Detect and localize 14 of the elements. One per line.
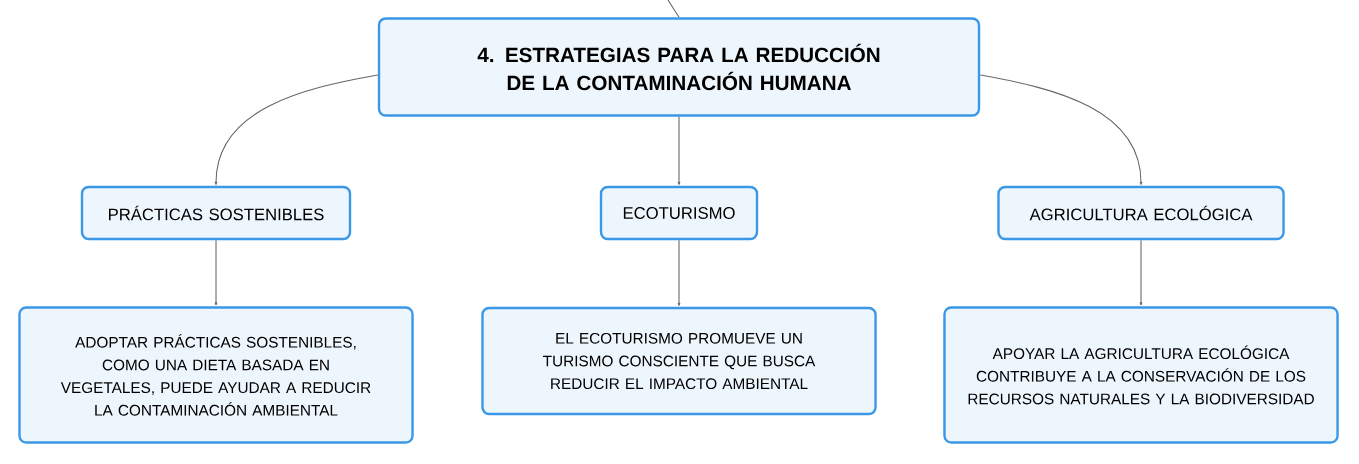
connector	[1139, 239, 1143, 306]
subtopic-box: ECOTURISMO	[599, 185, 759, 241]
connector	[979, 74, 1143, 185]
main-topic-box: 4. ESTRATEGIAS PARA LA REDUCCIÓN DE LA CONTAMINACIÓN HUMANA	[377, 17, 981, 117]
connector	[667, 0, 680, 18]
subtopic-box: PRÁCTICAS SOSTENIBLES	[80, 185, 352, 241]
subtopic-box: AGRICULTURA ECOLÓGICA	[997, 185, 1285, 241]
description-box: EL ECOTURISMO PROMUEVE UN TURISMO CONSCIENTE QUE BUSCA REDUCIR EL IMPACTO AMBIENTAL	[481, 306, 877, 416]
connector	[677, 116, 681, 185]
connector	[677, 239, 681, 306]
connector	[214, 74, 379, 185]
connector	[214, 239, 218, 306]
description-box: APOYAR LA AGRICULTURA ECOLÓGICA CONTRIBUYE A LA CONSERVACIÓN DE LOS RECURSOS NATURALES Y LA BIODIVERSIDAD	[943, 306, 1339, 444]
description-box: ADOPTAR PRÁCTICAS SOSTENIBLES, COMO UNA DIETA BASADA EN VEGETALES, PUEDE AYUDAR A REDUCIR LA CONTAMINACIÓN AMBIENTAL	[18, 306, 414, 444]
